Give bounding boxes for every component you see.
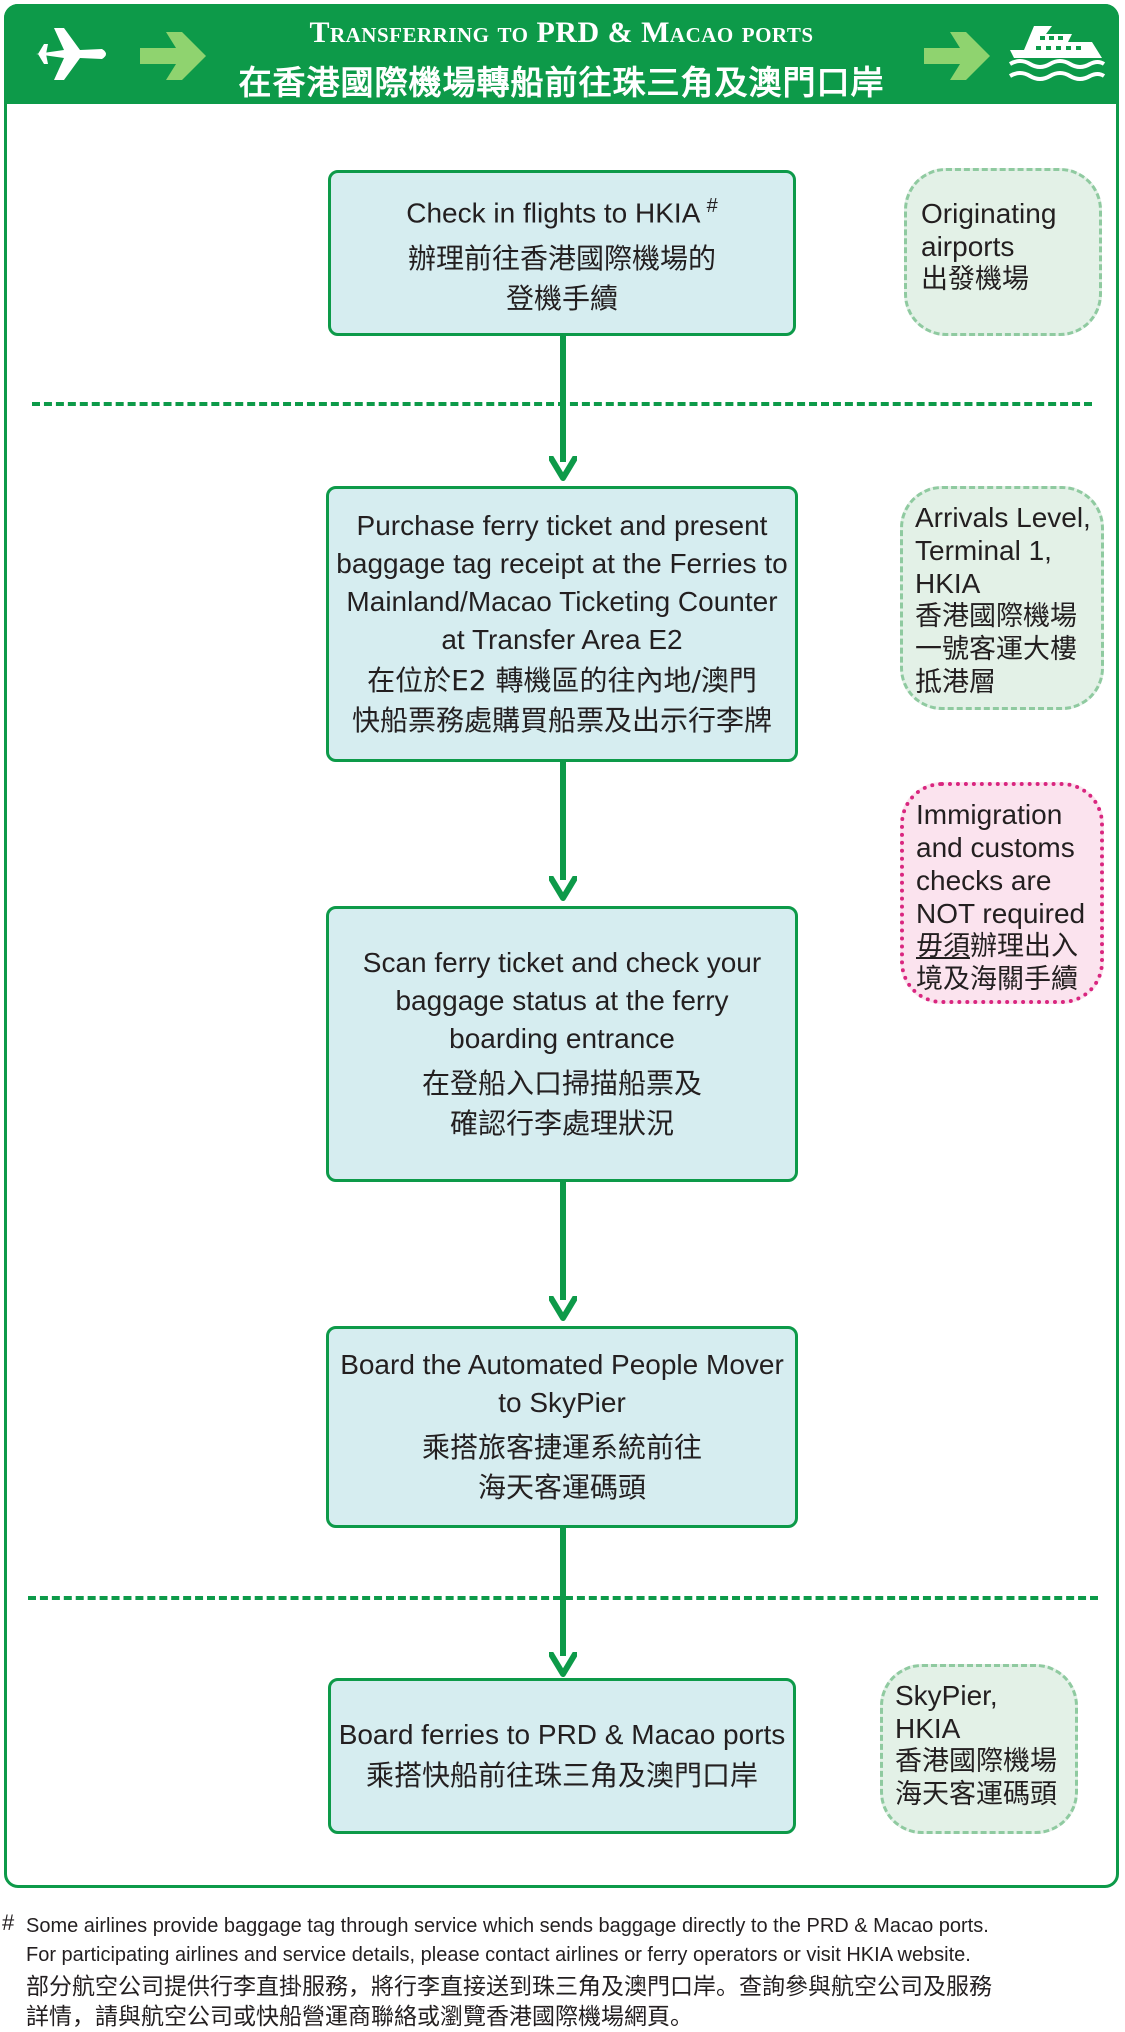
location-label-zh: 香港國際機場 海天客運碼頭: [895, 1746, 1057, 1810]
footnote-marker: #: [2, 1910, 15, 1935]
step-label-zh: 在位於E2 轉機區的往內地/澳門 快船票務處購買船票及出示行李牌: [351, 664, 772, 737]
location-originating-airports: Originating airports 出發機場: [904, 168, 1102, 336]
location-label-zh: 出發機場: [921, 264, 1029, 295]
location-arrivals-level: Arrivals Level, Terminal 1, HKIA 香港國際機場 …: [900, 486, 1104, 710]
step-label-zh: 乘搭快船前往珠三角及澳門口岸: [365, 1759, 758, 1792]
location-label-zh: 香港國際機場 一號客運大樓 抵港層: [915, 601, 1077, 698]
step-board-ferry: Board ferries to PRD & Macao ports 乘搭快船前…: [328, 1678, 796, 1834]
flow-connector: [560, 1180, 566, 1300]
page-title-zh: 在香港國際機場轉船前往珠三角及澳門口岸: [238, 63, 885, 102]
footnote-zh: 部分航空公司提供行李直掛服務，將行李直接送到珠三角及澳門口岸。查詢參與航空公司及…: [26, 1974, 992, 2030]
step-label-en: Board ferries to PRD & Macao ports: [338, 1719, 786, 1750]
page-title-en: Transferring to PRD & Macao ports: [309, 16, 814, 49]
step-label-en: Purchase ferry ticket and present baggag…: [336, 510, 788, 655]
ferry-icon: [1008, 26, 1106, 81]
footnote-en: Some airlines provide baggage tag throug…: [26, 1915, 989, 1966]
location-no-immigration-note: Immigration and customs checks are NOT r…: [900, 782, 1104, 1004]
flow-connector: [560, 1526, 566, 1656]
flow-connector: [560, 334, 566, 462]
header-banner: Transferring to PRD & Macao ports 在香港國際機…: [4, 4, 1119, 104]
chevron-right-arrow-icon: [924, 32, 990, 80]
arrow-down-icon: [549, 1652, 577, 1677]
step-label-en: Scan ferry ticket and check your baggage…: [362, 947, 762, 1054]
location-label-en: Immigration and customs checks are NOT r…: [916, 799, 1086, 929]
step-label-zh: 乘搭旅客捷運系統前往 海天客運碼頭: [421, 1431, 702, 1504]
location-label-en: Originating airports: [921, 198, 1057, 262]
location-label-en: SkyPier, HKIA: [895, 1680, 998, 1744]
location-label-zh: 辦理出入 境及海關手續: [916, 931, 1078, 995]
airplane-icon: [36, 28, 106, 80]
step-purchase-ticket: Purchase ferry ticket and present baggag…: [326, 486, 798, 762]
step-scan-ticket: Scan ferry ticket and check your baggage…: [326, 906, 798, 1182]
step-label-en: Check in flights to HKIA: [406, 197, 699, 229]
location-label-en: Arrivals Level, Terminal 1, HKIA: [915, 502, 1091, 599]
emphasis-text: 毋須: [916, 931, 970, 962]
arrow-down-icon: [549, 1296, 577, 1321]
arrow-down-icon: [549, 876, 577, 901]
step-label-zh: 在登船入口掃描船票及 確認行李處理狀況: [421, 1067, 702, 1140]
location-skypier: SkyPier, HKIA 香港國際機場 海天客運碼頭: [880, 1664, 1078, 1834]
step-board-apm: Board the Automated People Mover to SkyP…: [326, 1326, 798, 1528]
chevron-right-arrow-icon: [140, 32, 206, 80]
flow-connector: [560, 760, 566, 880]
footnote-marker: #: [706, 195, 718, 218]
arrow-down-icon: [549, 456, 577, 481]
step-label-en: Board the Automated People Mover to SkyP…: [340, 1349, 784, 1418]
step-check-in: Check in flights to HKIA # 辦理前往香港國際機場的 登…: [328, 170, 796, 336]
step-label-zh: 辦理前往香港國際機場的 登機手續: [407, 241, 716, 315]
